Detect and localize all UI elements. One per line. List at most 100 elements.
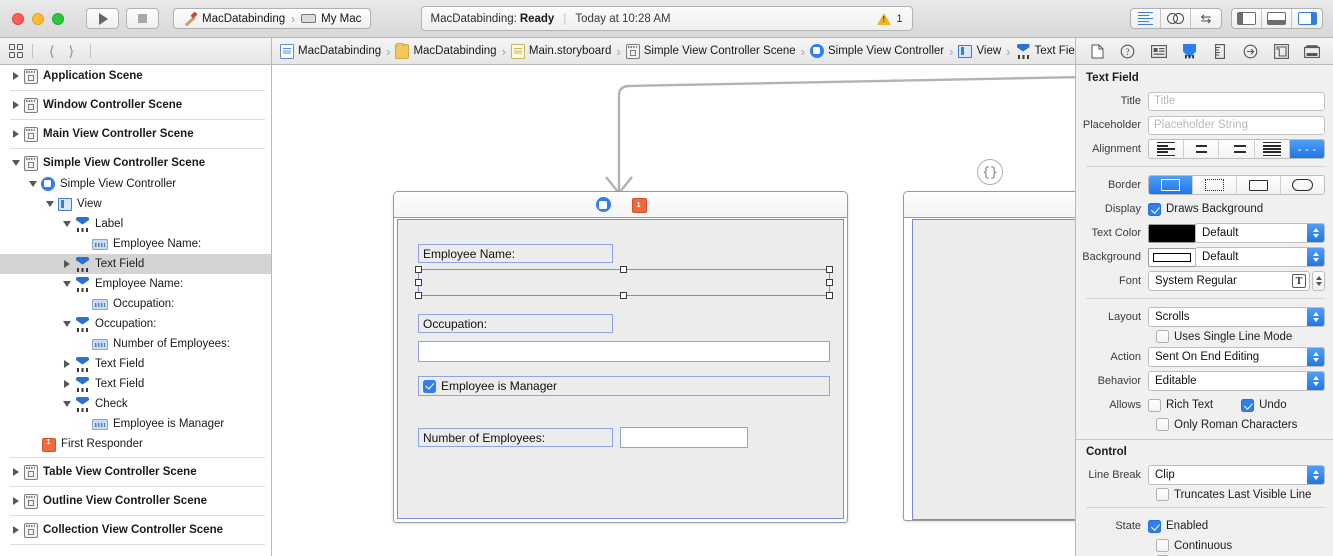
outline-item-simple-view-controller[interactable]: Simple View Controller — [0, 174, 271, 194]
breadcrumb-item[interactable]: View — [958, 44, 1004, 58]
resize-handle-se[interactable] — [826, 292, 833, 299]
checkbox-uses-single-line-mode[interactable]: Uses Single Line Mode — [1156, 330, 1292, 343]
disclosure-triangle-collapsed-icon[interactable] — [8, 468, 24, 476]
breadcrumb-item[interactable]: Simple View Controller Scene — [625, 43, 799, 59]
toggle-debug-area-button[interactable] — [1262, 9, 1292, 28]
text-field-occupation[interactable] — [418, 341, 830, 362]
alignment-segmented-control[interactable]: - - - — [1148, 139, 1325, 159]
disclosure-triangle-expanded-icon[interactable] — [59, 321, 75, 327]
disclosure-triangle-expanded-icon[interactable] — [8, 160, 24, 166]
standard-editor-button[interactable] — [1131, 9, 1161, 28]
outline-item-label[interactable]: Label — [0, 214, 271, 234]
assistant-editor-button[interactable] — [1161, 9, 1191, 28]
outline-item-employee-is-manager[interactable]: Employee is Manager — [0, 414, 271, 434]
forward-button[interactable]: ⟩ — [68, 42, 74, 59]
disclosure-triangle-collapsed-icon[interactable] — [8, 526, 24, 534]
outline-item-text-field[interactable]: Text Field — [0, 354, 271, 374]
outline-item-number-of-employees[interactable]: Number of Employees: — [0, 334, 271, 354]
alignment-left-button[interactable] — [1149, 140, 1185, 158]
segue-relationship-badge[interactable]: {} — [977, 159, 1003, 185]
navigator-grid-icon[interactable] — [9, 44, 23, 58]
outline-item-view[interactable]: View — [0, 194, 271, 214]
label-number-of-employees[interactable]: Number of Employees: — [418, 428, 613, 447]
canvas-window-secondary[interactable]: T — [903, 191, 1075, 521]
behavior-popup[interactable]: Editable — [1148, 371, 1325, 391]
border-line-button[interactable] — [1237, 176, 1281, 194]
run-button[interactable] — [86, 8, 119, 29]
stop-button[interactable] — [126, 8, 159, 29]
layout-popup[interactable]: Scrolls — [1148, 307, 1325, 327]
breadcrumb-item[interactable]: Simple View Controller — [809, 44, 947, 58]
resize-handle-n[interactable] — [620, 266, 627, 273]
placeholder-input[interactable]: Placeholder String — [1148, 115, 1325, 135]
font-field[interactable]: System Regular T — [1148, 271, 1310, 291]
zoom-button[interactable] — [52, 12, 64, 25]
quick-help-icon[interactable]: ? — [1119, 43, 1136, 60]
disclosure-triangle-collapsed-icon[interactable] — [59, 260, 75, 268]
resize-handle-sw[interactable] — [415, 292, 422, 299]
line-break-popup[interactable]: Clip — [1148, 465, 1325, 485]
object-library-icon[interactable] — [1273, 43, 1290, 60]
resize-handle-nw[interactable] — [415, 266, 422, 273]
outline-item-table-view-controller-scene[interactable]: Table View Controller Scene — [0, 461, 271, 483]
toggle-utilities-button[interactable] — [1292, 9, 1322, 28]
identity-inspector-icon[interactable] — [1150, 43, 1167, 60]
connections-inspector-icon[interactable] — [1242, 43, 1259, 60]
resize-handle-s[interactable] — [620, 292, 627, 299]
outline-item-occupation[interactable]: Occupation: — [0, 294, 271, 314]
disclosure-triangle-collapsed-icon[interactable] — [8, 130, 24, 138]
first-responder-icon[interactable] — [631, 197, 647, 213]
back-button[interactable]: ⟨ — [49, 42, 55, 59]
outline-item-employee-name[interactable]: Employee Name: — [0, 274, 271, 294]
view-controller-icon[interactable] — [595, 197, 611, 212]
disclosure-triangle-expanded-icon[interactable] — [25, 181, 41, 187]
disclosure-triangle-collapsed-icon[interactable] — [59, 380, 75, 388]
border-rounded-button[interactable] — [1281, 176, 1324, 194]
outline-item-simple-view-controller-scene[interactable]: Simple View Controller Scene — [0, 152, 271, 174]
resize-handle-w[interactable] — [415, 278, 422, 286]
background-color-swatch[interactable] — [1148, 247, 1196, 267]
scheme-selector[interactable]: MacDatabinding › My Mac — [173, 8, 372, 29]
font-stepper[interactable] — [1312, 271, 1325, 291]
disclosure-triangle-collapsed-icon[interactable] — [8, 497, 24, 505]
checkbox-rich-text[interactable]: Rich Text — [1148, 398, 1213, 412]
view-panels-group[interactable] — [1231, 8, 1323, 29]
minimize-button[interactable] — [32, 12, 44, 25]
outline-item-outline-view-controller-scene[interactable]: Outline View Controller Scene — [0, 490, 271, 512]
border-dotted-button[interactable] — [1193, 176, 1237, 194]
breadcrumb-item[interactable]: Main.storyboard — [510, 43, 614, 59]
outline-item-occupation[interactable]: Occupation: — [0, 314, 271, 334]
text-color-swatch[interactable] — [1148, 223, 1196, 243]
canvas-window-simple-view-controller[interactable]: Employee Name: Occupation: — [393, 191, 848, 523]
checkbox-continuous[interactable]: Continuous — [1156, 539, 1232, 552]
toggle-navigator-button[interactable] — [1232, 9, 1262, 28]
alignment-right-button[interactable] — [1219, 140, 1255, 158]
checkbox-truncates-last-visible-line[interactable]: Truncates Last Visible Line — [1156, 488, 1311, 501]
title-input[interactable]: Title — [1148, 91, 1325, 111]
breadcrumb-item[interactable]: Text Field — [1016, 44, 1075, 59]
disclosure-triangle-collapsed-icon[interactable] — [8, 101, 24, 109]
outline-item-application-scene[interactable]: Application Scene — [0, 65, 271, 87]
disclosure-triangle-expanded-icon[interactable] — [59, 221, 75, 227]
status-issues[interactable]: 1 — [877, 12, 903, 25]
resize-handle-e[interactable] — [826, 278, 833, 286]
attributes-inspector[interactable]: Text Field Title Title Placeholder Place… — [1075, 65, 1333, 556]
text-field-number-of-employees[interactable] — [620, 427, 748, 448]
border-segmented-control[interactable] — [1148, 175, 1325, 195]
checkbox-only-roman-characters[interactable]: Only Roman Characters — [1156, 418, 1297, 431]
version-editor-button[interactable]: ⇆ — [1191, 9, 1221, 28]
disclosure-triangle-expanded-icon[interactable] — [59, 281, 75, 287]
outline-item-collection-view-controller-scene[interactable]: Collection View Controller Scene — [0, 519, 271, 541]
disclosure-triangle-collapsed-icon[interactable] — [8, 72, 24, 80]
close-button[interactable] — [12, 12, 24, 25]
outline-item-check[interactable]: Check — [0, 394, 271, 414]
checkbox-draws-background[interactable]: Draws Background — [1148, 202, 1263, 216]
font-panel-icon[interactable]: T — [1292, 274, 1306, 288]
checkbox-enabled[interactable]: Enabled — [1148, 519, 1208, 533]
window-content-view[interactable]: Employee Name: Occupation: — [397, 219, 844, 519]
text-color-popup[interactable]: Default — [1195, 223, 1325, 243]
disclosure-triangle-expanded-icon[interactable] — [59, 401, 75, 407]
disclosure-triangle-expanded-icon[interactable] — [42, 201, 58, 207]
size-inspector-icon[interactable] — [1211, 43, 1228, 60]
